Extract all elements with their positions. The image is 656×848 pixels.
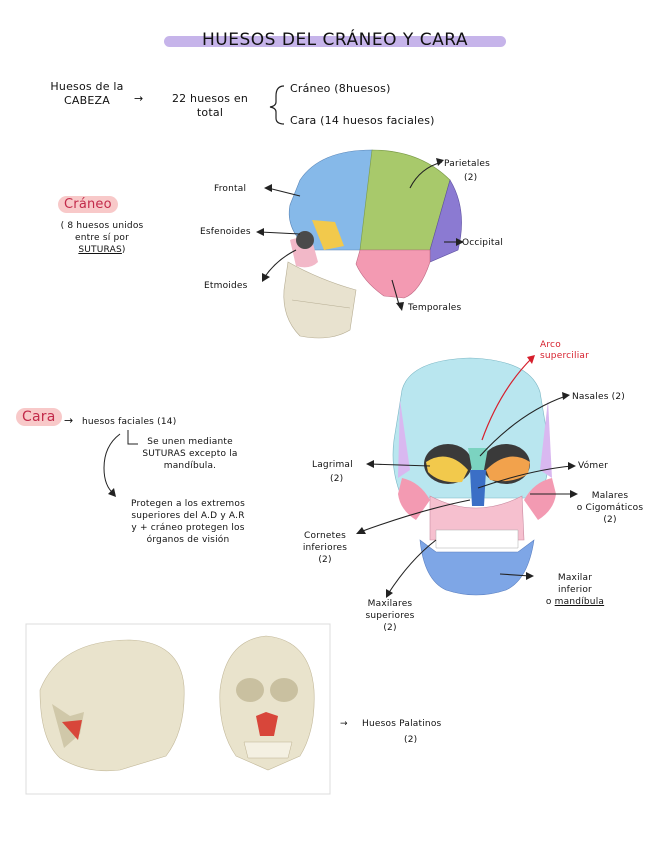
arrow-lagrimal bbox=[369, 463, 431, 467]
arrow-nasales bbox=[479, 395, 567, 457]
skull-front-image bbox=[392, 357, 556, 596]
face-arrow: → bbox=[64, 414, 74, 427]
arrow-cornetes bbox=[359, 499, 471, 533]
arrow-maxilares-superiores bbox=[387, 539, 437, 595]
cranium-heading: Cráneo bbox=[58, 196, 118, 213]
palatine-image bbox=[25, 623, 331, 795]
label-lagrimal: Lagrimal bbox=[312, 460, 353, 470]
label-occipital: Occipital bbox=[462, 238, 504, 248]
face-note-sutures: Se unen mediante SUTURAS excepto la mand… bbox=[142, 437, 238, 471]
palatine-arrow: → bbox=[340, 719, 348, 729]
label-parietales: Parietales bbox=[444, 159, 491, 169]
label-esfenoides: Esfenoides bbox=[200, 227, 251, 237]
skull-side-image bbox=[283, 149, 462, 339]
title-highlight bbox=[164, 36, 506, 47]
title-text: HUESOS DEL CRÁNEO Y CARA bbox=[202, 30, 468, 50]
head-brace bbox=[269, 85, 285, 125]
page-title: HUESOS DEL CRÁNEO Y CARA bbox=[160, 30, 510, 52]
arrow-frontal bbox=[267, 187, 301, 197]
face-arrow-curve-1 bbox=[103, 433, 121, 495]
head-label: Huesos de la CABEZA bbox=[50, 80, 124, 107]
total-label: 22 huesos en total bbox=[171, 92, 249, 119]
label-malares: Malares o Cigomáticos (2) bbox=[576, 491, 644, 525]
face-arrow-hook bbox=[127, 430, 138, 445]
label-lagrimal-count: (2) bbox=[330, 474, 344, 484]
label-frontal: Frontal bbox=[214, 184, 247, 194]
arrow-maxilar-inferior bbox=[499, 573, 531, 577]
branch-cranium: Cráneo (8huesos) bbox=[290, 82, 391, 95]
label-temporales: Temporales bbox=[408, 303, 462, 313]
label-maxilar-inferior: Maxilar inferior o mandíbula bbox=[545, 573, 605, 607]
face-note-protect: Protegen a los extremos superiores del A… bbox=[131, 499, 245, 545]
label-palatinos: Huesos Palatinos bbox=[362, 719, 442, 729]
arrow-arco-superciliar bbox=[481, 357, 533, 441]
face-heading: Cara bbox=[16, 408, 62, 426]
label-palatinos-count: (2) bbox=[404, 735, 418, 745]
label-parietales-count: (2) bbox=[464, 173, 478, 183]
face-subtitle: huesos faciales (14) bbox=[82, 417, 177, 427]
arrow-glyph: → bbox=[134, 92, 144, 105]
label-cornetes: Cornetes inferiores (2) bbox=[302, 531, 348, 565]
label-arco-superciliar: Arco superciliar bbox=[540, 340, 590, 361]
label-maxilares-superiores: Maxilares superiores (2) bbox=[365, 599, 415, 633]
cranium-note: ( 8 huesos unidos entre sí por SUTURAS) bbox=[60, 221, 144, 255]
branch-face: Cara (14 huesos faciales) bbox=[290, 114, 435, 127]
arrow-esfenoides bbox=[259, 231, 301, 235]
label-vomer: Vómer bbox=[578, 461, 608, 471]
arrow-vomer bbox=[477, 465, 573, 489]
label-etmoides: Etmoides bbox=[204, 281, 248, 291]
label-nasales: Nasales (2) bbox=[572, 392, 625, 402]
